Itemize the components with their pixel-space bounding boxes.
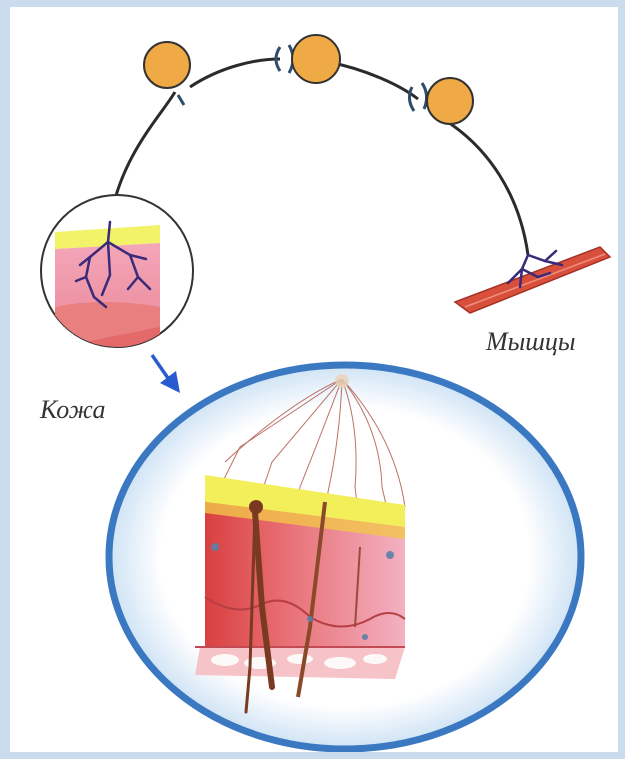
- diagram-panel: Кожа Мышцы: [10, 7, 618, 752]
- motor-neuron-body: [427, 78, 473, 124]
- reflex-arc-diagram: [10, 7, 618, 752]
- skin-closeup: [41, 195, 193, 352]
- skin-section-magnified: [109, 365, 581, 749]
- skin-label: Кожа: [40, 395, 105, 425]
- muscle: [455, 247, 610, 313]
- neuron-bodies: [144, 35, 473, 124]
- interneuron-body: [292, 35, 340, 83]
- muscle-label: Мышцы: [486, 327, 576, 357]
- arrow-down-right-icon: [152, 355, 180, 393]
- sensory-neuron-body: [144, 42, 190, 88]
